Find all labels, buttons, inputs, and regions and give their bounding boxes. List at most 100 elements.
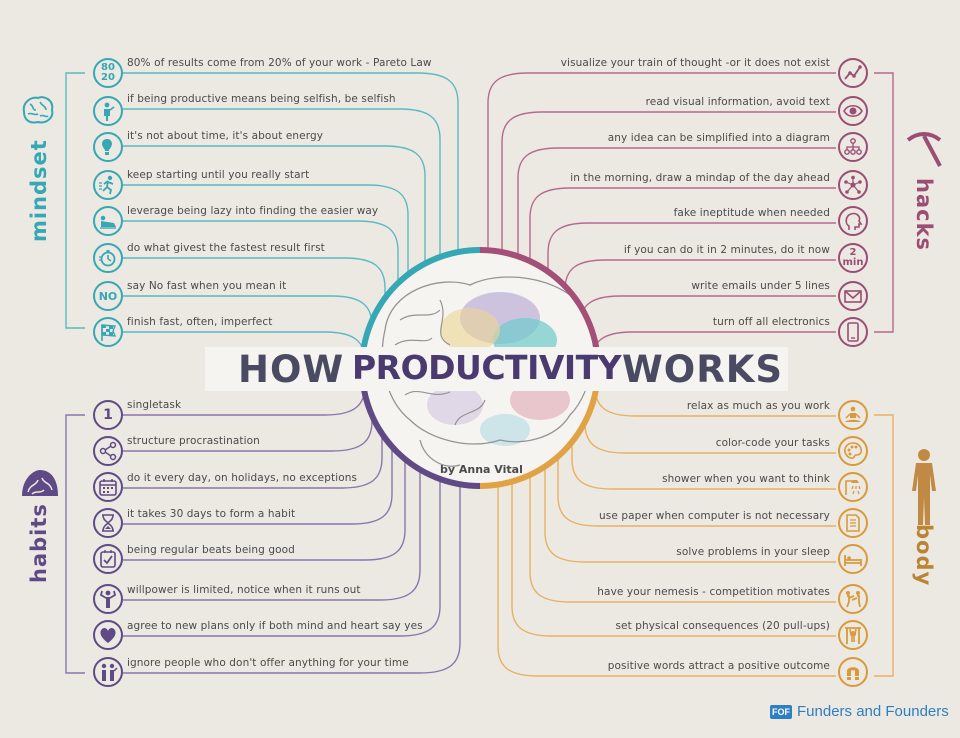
habits-item: ignore people who don't offer anything f… [127, 657, 409, 669]
checkered-flag-icon [93, 317, 123, 347]
habits-connector [123, 455, 406, 561]
body-item: color-code your tasks [715, 437, 830, 449]
habits-connector [123, 425, 383, 489]
pickaxe-icon [906, 132, 942, 167]
body-item: shower when you want to think [662, 473, 830, 485]
hacks-item: in the morning, draw a mindap of the day… [570, 172, 830, 184]
brain-half-icon [22, 470, 58, 496]
mindset-item: it's not about time, it's about energy [127, 130, 324, 142]
title-how: HOW [238, 348, 345, 391]
diagram-icon [838, 132, 868, 162]
bed-icon [838, 544, 868, 574]
body-item: have your nemesis - competition motivate… [597, 586, 830, 598]
hacks-connector [517, 147, 836, 262]
body-connector [529, 463, 836, 603]
mindset-item: say No fast when you mean it [127, 280, 287, 292]
section-label-body: body [912, 524, 936, 587]
human-body-icon [912, 449, 936, 525]
habits-bracket [65, 414, 85, 674]
hacks-item: visualize your train of thought -or it d… [560, 57, 830, 69]
running-person-icon [93, 170, 123, 200]
hourglass-icon [93, 508, 123, 538]
line-graph-icon [838, 58, 868, 88]
mindmap-icon [838, 170, 868, 200]
habits-item: singletask [127, 399, 182, 411]
section-label-habits: habits [27, 503, 51, 583]
hacks-item: write emails under 5 lines [691, 280, 830, 292]
hacks-connector [501, 111, 836, 256]
hacks-connector [529, 187, 836, 272]
mindset-item: finish fast, often, imperfect [127, 316, 273, 328]
brain-icon [22, 96, 54, 124]
mindset-item: leverage being lazy into finding the eas… [127, 205, 379, 217]
mindset-item: 80% of results come from 20% of your wor… [127, 57, 432, 69]
body-connector [571, 420, 836, 490]
body-connector [544, 450, 836, 563]
habits-connector [123, 466, 421, 601]
shower-icon [838, 472, 868, 502]
palette-icon [838, 436, 868, 466]
brand-name: Funders and Founders [797, 703, 949, 720]
habits-connector [123, 482, 461, 674]
envelope-icon [838, 281, 868, 311]
eye-icon [838, 96, 868, 126]
body-item: solve problems in your sleep [676, 546, 830, 558]
body-item: positive words attract a positive outcom… [607, 660, 830, 672]
mindset-item: do what givest the fastest result first [127, 242, 325, 254]
section-label-hacks: hacks [912, 178, 936, 252]
habits-item: structure procrastination [127, 435, 260, 447]
body-item: set physical consequences (20 pull-ups) [615, 620, 830, 632]
head-icon [838, 206, 868, 236]
calendar-icon [93, 472, 123, 502]
one-icon: 1 [93, 400, 123, 430]
habits-item: it takes 30 days to form a habit [127, 508, 296, 520]
hacks-item: turn off all electronics [712, 316, 830, 328]
hacks-connector [487, 72, 836, 252]
title-productivity: PRODUCTIVITY [352, 348, 622, 387]
title-works: WORKS [622, 348, 784, 391]
mindset-connector [123, 220, 399, 300]
lazy-person-icon [93, 206, 123, 236]
body-connector [497, 482, 836, 677]
fight-icon [838, 584, 868, 614]
mindset-connector [123, 108, 441, 266]
author-credit: by Anna Vital [440, 463, 523, 476]
hacks-item: fake ineptitude when needed [673, 207, 830, 219]
strong-person-icon [93, 584, 123, 614]
hacks-item: if you can do it in 2 minutes, do it now [623, 244, 830, 256]
mindset-connector [123, 72, 459, 262]
hacks-item: read visual information, avoid text [645, 96, 830, 108]
checklist-icon [93, 544, 123, 574]
selfish-person-icon [93, 96, 123, 126]
habits-item: willpower is limited, notice when it run… [127, 584, 361, 596]
mindset-item: if being productive means being selfish,… [127, 93, 396, 105]
body-connector [511, 474, 836, 637]
mindset-connector [123, 184, 409, 288]
magnet-icon [838, 657, 868, 687]
hacks-bracket [874, 72, 894, 333]
lightbulb-icon [93, 132, 123, 162]
meditation-icon [838, 400, 868, 430]
mindset-connector [123, 145, 426, 275]
mindset-item: keep starting until you really start [127, 169, 310, 181]
brand-footer[interactable]: FOF Funders and Founders [770, 703, 949, 720]
people-icon [93, 657, 123, 687]
hacks-connector [547, 222, 836, 286]
hacks-item: any idea can be simplified into a diagra… [607, 132, 830, 144]
body-item: relax as much as you work [686, 400, 830, 412]
body-item: use paper when computer is not necessary [599, 510, 830, 522]
mindset-bracket [65, 72, 85, 329]
paper-icon [838, 508, 868, 538]
title-band [205, 347, 788, 391]
heart-icon [93, 620, 123, 650]
habits-item: do it every day, on holidays, no excepti… [127, 472, 358, 484]
habits-connector [123, 476, 441, 637]
body-connector [557, 436, 836, 527]
section-label-mindset: mindset [27, 139, 51, 242]
pullup-icon [838, 620, 868, 650]
habits-item: being regular beats being good [127, 544, 295, 556]
network-icon [93, 436, 123, 466]
